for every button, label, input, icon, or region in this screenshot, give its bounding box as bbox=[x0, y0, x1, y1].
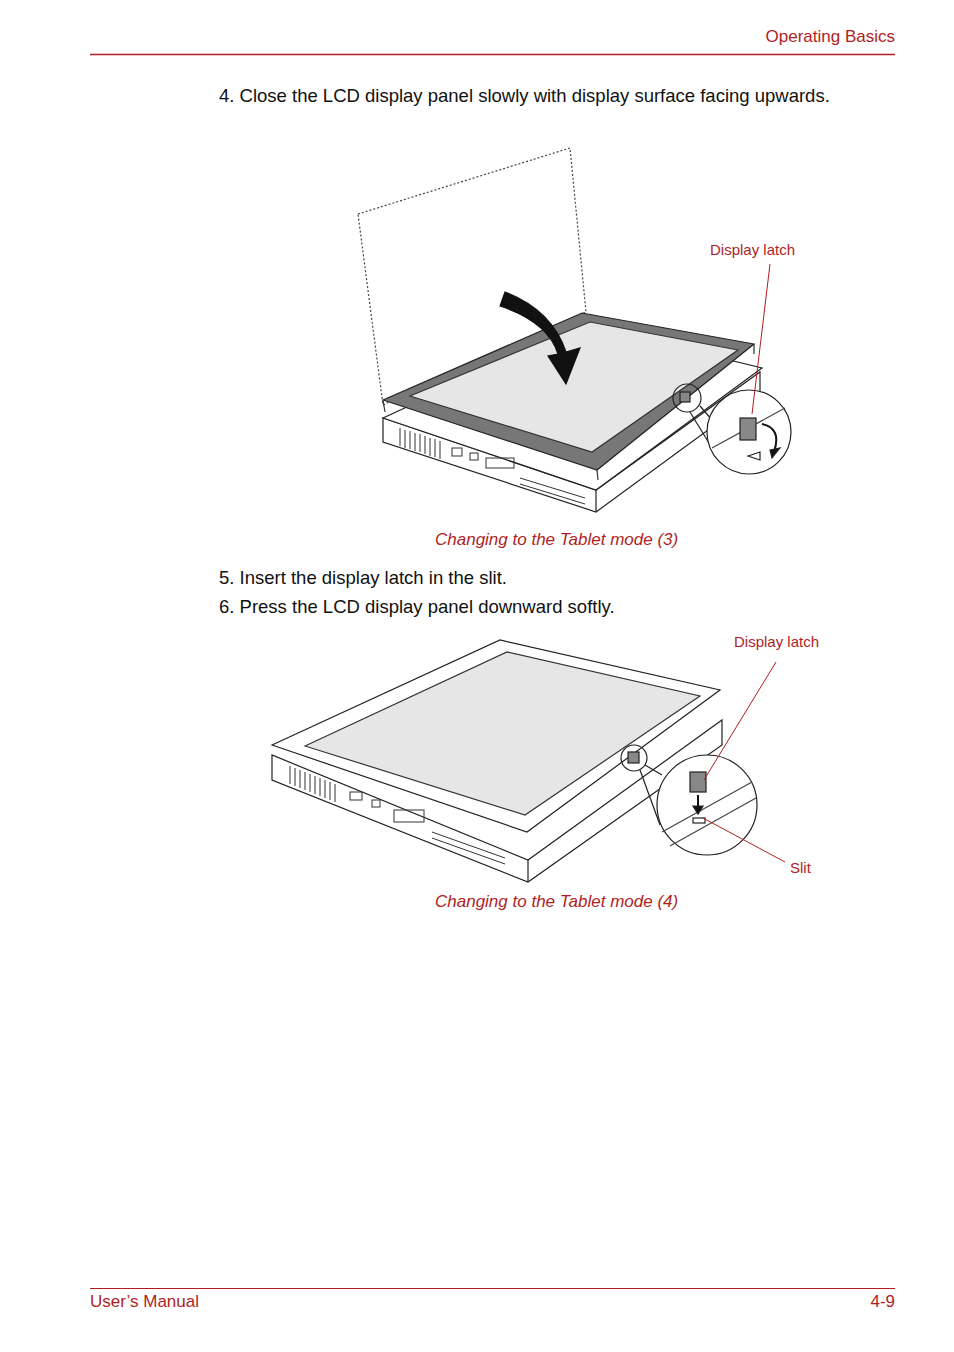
running-footer: User’s Manual bbox=[90, 1292, 199, 1313]
step-text: 4. Close the LCD display panel slowly wi… bbox=[219, 85, 839, 108]
part-label: Display latch bbox=[710, 241, 795, 259]
part-label: Display latch bbox=[734, 633, 819, 651]
running-header: Operating Basics bbox=[766, 27, 895, 48]
footer-rule bbox=[90, 1288, 895, 1289]
page-number: 4-9 bbox=[870, 1292, 895, 1313]
header-rule bbox=[90, 54, 895, 56]
step-text: 5. Insert the display latch in the slit. bbox=[219, 567, 839, 590]
leader-line bbox=[752, 264, 770, 414]
leader-line bbox=[703, 818, 785, 862]
laptop-figure-3 bbox=[358, 148, 791, 512]
figure-caption: Changing to the Tablet mode (4) bbox=[435, 892, 678, 913]
part-label: Slit bbox=[790, 859, 811, 877]
figure-caption: Changing to the Tablet mode (3) bbox=[435, 530, 678, 551]
step-text: 6. Press the LCD display panel downward … bbox=[219, 596, 839, 619]
laptop-figure-4 bbox=[272, 640, 757, 882]
leader-line bbox=[704, 662, 776, 780]
